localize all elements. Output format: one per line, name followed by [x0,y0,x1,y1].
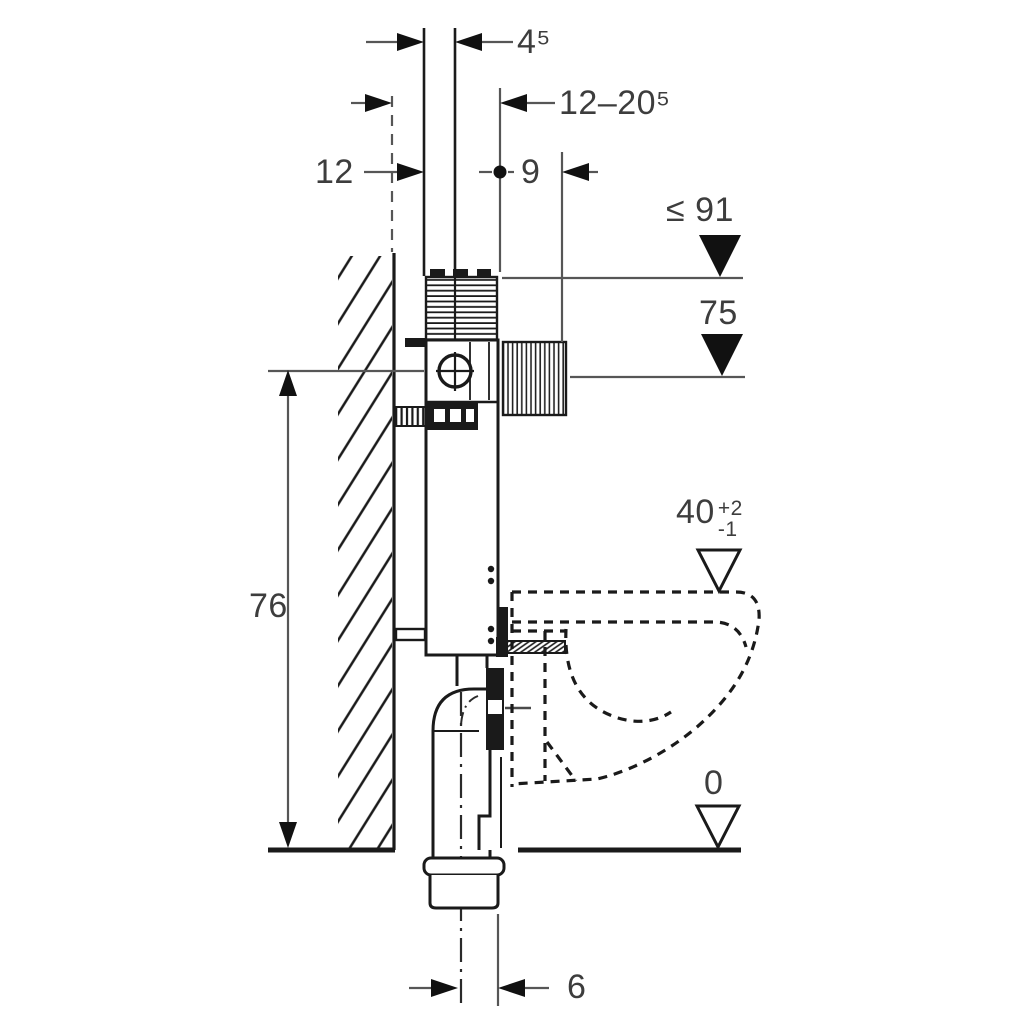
dimension-arrows [279,33,589,997]
pipe-dot [487,625,495,633]
level-triangle-filled [701,334,743,376]
dimension-lines [268,40,598,1006]
fill-valve [436,352,474,391]
outlet-dash [545,741,578,782]
level-triangle-filled [699,235,741,277]
pipe-dot [487,565,495,573]
arrow-right [431,979,458,997]
dim-label-frame-depth: 12 [315,153,354,191]
dim-label-valve-height: 76 [249,587,288,625]
seal-gap [488,700,502,714]
bowl-fixing-stud [496,637,566,657]
fill-valve-ribbed-connector [424,275,499,342]
bracket-tab [405,338,426,347]
arrow-right [397,33,424,51]
arrow-right [365,94,392,112]
connector-notch [477,269,491,277]
bracket-slot [434,409,445,422]
arrow-left [500,94,527,112]
cistern-tank [394,269,508,848]
bowl-inner-curve [564,628,672,723]
floor-socket [422,856,506,910]
wall-anchor [393,402,478,430]
level-label-bowl-rim-height: 40+2-1 [676,492,743,540]
level-flush-bend [570,334,745,379]
bowl-rim-profile [511,590,761,786]
drain-elbow [431,655,531,1008]
protection-box [501,340,568,417]
wall-hatching [338,256,392,850]
outlet-seal [497,607,508,657]
tank-body [424,338,500,657]
tolerance-minus: -1 [717,518,738,541]
level-triangle-open-floor [694,804,742,851]
level-triangle-open-bowl-rim [695,548,743,595]
dim-label-drain-offset: 6 [567,968,587,1006]
threaded-rod [393,406,428,427]
level-max-height [502,235,743,280]
pipe-dot [487,577,495,585]
level-label-floor-zero: 0 [704,764,724,802]
dim-label-wall-thickness-range: 12–20⁵ [559,84,671,122]
dim-label-protection-box-depth: 9 [521,153,541,191]
connector-notch [430,269,445,277]
arrow-down [279,822,297,848]
level-label-max-height: ≤ 91 [666,191,734,229]
dim-label-flush-pipe-offset: 4⁵ [517,23,552,61]
arrow-left [455,33,482,51]
dimension-dot-terminator [493,165,507,179]
arrow-left [498,979,525,997]
bowl-seat-line [512,620,748,648]
arrow-up [279,370,297,396]
toilet-bowl-outline [510,590,761,787]
bowl-height-tolerance: +2-1 [718,498,743,540]
arrow-left [562,163,589,181]
tolerance-plus: +2 [717,497,743,520]
arrow-right [397,163,424,181]
connector-notch [453,269,468,277]
pipe-dot [487,637,495,645]
level-label-flush-bend: 75 [699,294,738,332]
bracket-slot [450,409,461,422]
wall-section [338,253,396,850]
bowl-height-base: 40 [676,493,715,531]
bracket-slot [466,409,474,422]
lower-frame-bracket [394,627,427,642]
